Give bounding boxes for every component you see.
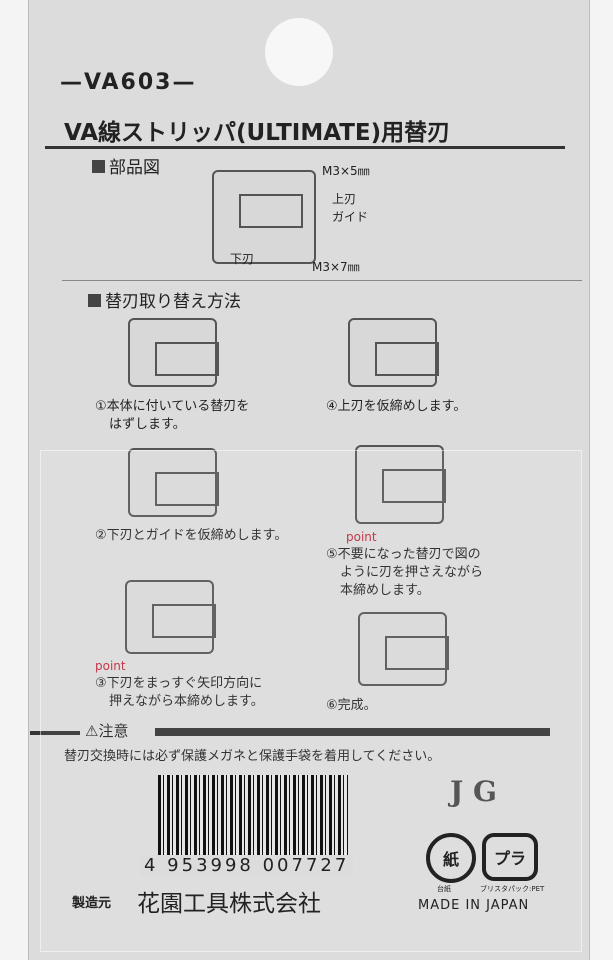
hang-hole	[265, 18, 333, 86]
paper-recycle-icon: 紙	[426, 833, 476, 883]
step2-figure	[128, 448, 219, 517]
step-6: ⑥完成。	[326, 698, 377, 713]
divider	[45, 146, 565, 149]
origin: MADE IN JAPAN	[418, 898, 530, 913]
maker-label: 製造元	[72, 896, 112, 911]
step4-figure	[348, 318, 439, 387]
model-number: —VA603—	[60, 70, 197, 95]
parts-diagram	[212, 170, 316, 264]
step6-figure	[358, 612, 449, 686]
barcode-number: 4 953998 007727	[140, 855, 354, 876]
plastic-label: ブリスタパック:PET	[480, 885, 545, 893]
caution-text: 替刃交換時には必ず保護メガネと保護手袋を着用してください。	[64, 749, 441, 764]
label-lower-blade: 下刃	[230, 252, 255, 266]
divider	[30, 731, 80, 735]
step-1: ①本体に付いている替刃をはずします。	[95, 399, 250, 432]
jg-mark: J G	[450, 775, 497, 808]
product-title: VA線ストリッパ(ULTIMATE)用替刃	[64, 120, 451, 146]
divider	[155, 728, 550, 736]
step1-figure	[128, 318, 219, 387]
step3-figure	[125, 580, 216, 654]
step-2: ②下刃とガイドを仮締めします。	[95, 528, 288, 543]
maker-name: 花園工具株式会社	[137, 891, 321, 917]
caution-heading: ⚠注意	[85, 722, 129, 740]
step-4: ④上刃を仮締めします。	[326, 399, 467, 414]
label-screw-bottom: M3×7㎜	[312, 260, 360, 274]
label-upper-blade: 上刃	[332, 192, 357, 206]
plastic-recycle-icon: プラ	[482, 833, 538, 881]
label-screw-top: M3×5㎜	[322, 164, 370, 178]
barcode	[158, 775, 348, 865]
label-guide: ガイド	[332, 210, 369, 224]
parts-heading: 部品図	[92, 153, 160, 178]
paper-label: 台紙	[437, 885, 451, 893]
method-heading: 替刃取り替え方法	[88, 287, 241, 312]
divider	[62, 280, 582, 281]
step5-figure	[355, 445, 446, 524]
